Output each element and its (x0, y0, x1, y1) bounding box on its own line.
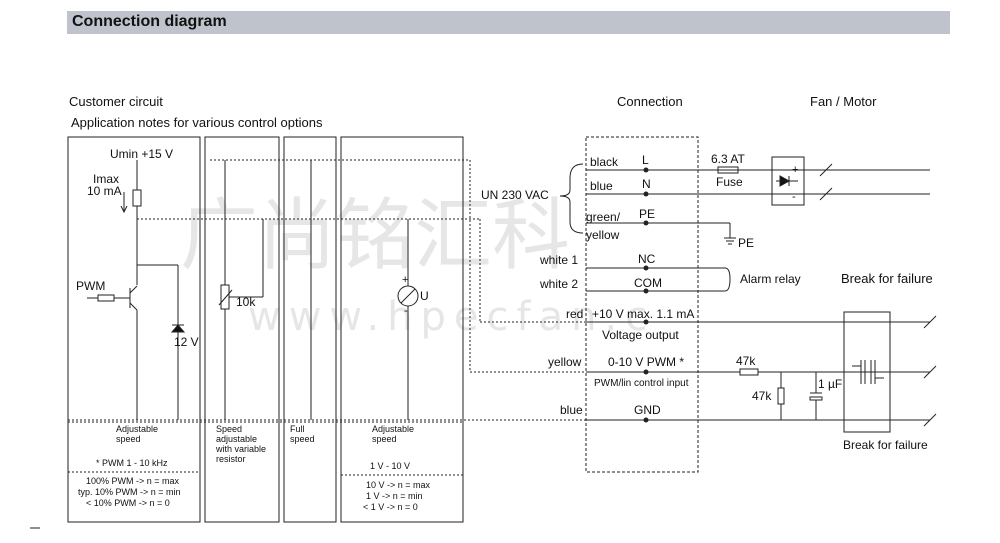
terminal-COM: COM (634, 276, 662, 290)
break-for-failure-bottom: Break for failure (843, 438, 928, 452)
terminal-dots (643, 167, 649, 423)
meter-label: U (420, 289, 429, 303)
fan-motor-box (771, 156, 805, 206)
watermark-url: www.hpecfan.c (248, 294, 655, 340)
pwm-frequency-note: * PWM 1 - 10 kHz (96, 458, 168, 468)
resistor-b-value: 47k (752, 389, 772, 403)
control-components (739, 311, 930, 433)
capacitor-1uf (809, 396, 823, 401)
fan-motor-title: Fan / Motor (810, 94, 877, 109)
option2-label2: adjustable (216, 434, 257, 444)
option1-label2: speed (116, 434, 141, 444)
control-input-label: PWM/lin control input (594, 378, 689, 389)
resistor-circuit (218, 160, 264, 420)
imax-label: Imax (93, 172, 119, 186)
customer-circuit-title: Customer circuit (69, 94, 163, 109)
option-box-voltage (340, 136, 464, 523)
fan-minus: - (792, 191, 796, 203)
customer-circuit-subtitle: Application notes for various control op… (71, 115, 323, 130)
voltage-output-value: +10 V max. 1.1 mA (592, 307, 694, 321)
option2-label3: with variable (215, 444, 266, 454)
pot-label: 10k (236, 295, 256, 309)
option2-label4: resistor (216, 454, 246, 464)
optocoupler-box (843, 311, 891, 433)
zener-diode (170, 324, 186, 333)
pe-ground-label: PE (738, 236, 754, 250)
resistor-a-value: 47k (736, 354, 756, 368)
page-title: Connection diagram (72, 13, 227, 30)
fuse-label: Fuse (716, 175, 743, 189)
fuse (717, 166, 739, 174)
wire-white2: white 2 (539, 277, 578, 291)
pwm-rule-1: 100% PWM -> n = max (86, 476, 180, 486)
resistor-47k-b (777, 387, 785, 405)
resistor-47k-a (739, 368, 759, 376)
pwm-rule-3: < 10% PWM -> n = 0 (86, 498, 170, 508)
option1-label1: Adjustable (116, 424, 158, 434)
connection-title: Connection (617, 94, 683, 109)
option3-label2: speed (290, 434, 315, 444)
option-box-full (283, 136, 337, 523)
alarm-relay-label: Alarm relay (740, 272, 801, 286)
terminal-PE: PE (639, 207, 655, 221)
option3-label1: Full (290, 424, 305, 434)
mains-brace (559, 163, 584, 234)
watermark-cn: 广尚铭汇科 (180, 191, 570, 281)
voltage-output-label: Voltage output (602, 328, 679, 342)
voltage-rule-3: < 1 V -> n = 0 (363, 502, 418, 512)
wire-green: green/ (586, 210, 621, 224)
rails (68, 159, 930, 421)
mains-voltage: UN 230 VAC (481, 188, 549, 202)
terminal-NC: NC (638, 252, 656, 266)
zener-label: 12 V (174, 335, 199, 349)
voltage-circuit (397, 219, 419, 420)
wire-yellow: yellow (548, 355, 582, 369)
connection-box (585, 136, 699, 473)
wire-white1: white 1 (539, 253, 578, 267)
wire-blue: blue (590, 179, 613, 193)
potentiometer (220, 284, 230, 310)
break-for-failure-label: Break for failure (841, 271, 933, 286)
fan-plus: + (792, 164, 798, 176)
fuse-value: 6.3 AT (711, 152, 745, 166)
break-marks (819, 163, 937, 427)
voltage-rule-1: 10 V -> n = max (366, 480, 431, 490)
terminal-GND: GND (634, 403, 661, 417)
pwm-circuit (87, 160, 186, 420)
option2-label1: Speed (216, 424, 242, 434)
wire-red: red (566, 307, 583, 321)
capacitor-value: 1 µF (818, 377, 842, 391)
title-bar: Connection diagram (67, 11, 950, 34)
mains-wiring (559, 156, 930, 292)
option-box-pwm (67, 136, 201, 523)
terminal-L: L (642, 153, 649, 167)
option4-label2: speed (372, 434, 397, 444)
umin-label: Umin +15 V (110, 147, 173, 161)
option-box-resistor (204, 136, 280, 523)
resistor-imax (132, 189, 142, 207)
meter-minus: - (404, 305, 408, 317)
wire-black: black (590, 155, 619, 169)
resistor-pwm (97, 294, 115, 302)
control-input-value: 0-10 V PWM * (608, 355, 684, 369)
option-boxes (67, 136, 464, 523)
terminal-N: N (642, 177, 651, 191)
option-dividers (68, 421, 463, 476)
wire-blue-gnd: blue (560, 403, 583, 417)
meter-plus: + (402, 274, 408, 286)
wire-yellow-pe: yellow (586, 228, 620, 242)
voltage-rule-2: 1 V -> n = min (366, 491, 423, 501)
imax-value: 10 mA (87, 184, 122, 198)
pwm-rule-2: typ. 10% PWM -> n = min (78, 487, 181, 497)
fan-diode (776, 175, 798, 187)
voltage-range: 1 V - 10 V (370, 461, 410, 471)
option4-label1: Adjustable (372, 424, 414, 434)
pwm-label: PWM (76, 279, 105, 293)
